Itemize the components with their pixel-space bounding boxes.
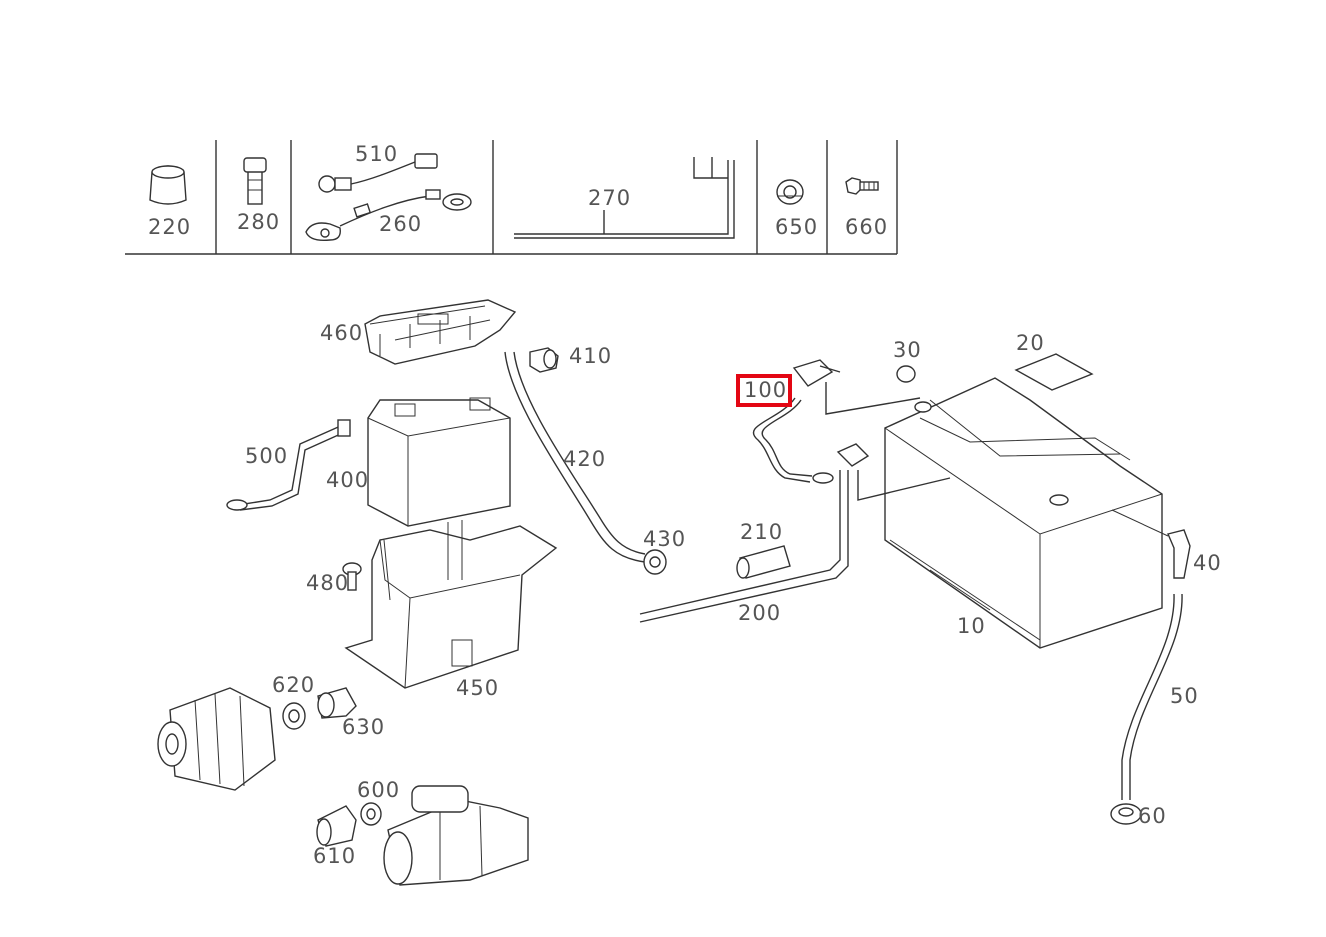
label-620: 620 xyxy=(272,673,315,697)
label-220: 220 xyxy=(148,215,191,239)
label-500: 500 xyxy=(245,444,288,468)
part-30-plug[interactable]: 30 xyxy=(893,338,922,383)
part-280-screw[interactable]: 280 xyxy=(237,157,280,234)
part-10-main-battery[interactable]: 10 xyxy=(884,377,1163,649)
highlight-box-100 xyxy=(736,374,792,407)
alternator-illustration xyxy=(157,687,276,791)
part-220-protective-cap[interactable]: 220 xyxy=(148,165,191,239)
starter-motor-illustration xyxy=(383,785,529,886)
label-280: 280 xyxy=(237,210,280,234)
label-10: 10 xyxy=(957,614,986,638)
part-40-vent-elbow[interactable]: 40 xyxy=(1111,509,1222,579)
label-400: 400 xyxy=(326,468,369,492)
label-20: 20 xyxy=(1016,331,1045,355)
label-600: 600 xyxy=(357,778,400,802)
part-50-vent-hose[interactable]: 50 xyxy=(1121,593,1199,800)
label-630: 630 xyxy=(342,715,385,739)
part-450-battery-tray[interactable]: 450 xyxy=(344,520,558,700)
label-60: 60 xyxy=(1138,804,1167,828)
part-410-connector[interactable]: 410 xyxy=(529,344,612,373)
label-30: 30 xyxy=(893,338,922,362)
part-620-nut[interactable]: 620 xyxy=(272,673,315,730)
part-460-prefuse-box[interactable]: 460 xyxy=(320,299,517,365)
label-610: 610 xyxy=(313,844,356,868)
label-420: 420 xyxy=(563,447,606,471)
part-510-sensor-cable[interactable]: 510 xyxy=(318,142,438,193)
small-parts-table xyxy=(125,140,898,255)
label-50: 50 xyxy=(1170,684,1199,708)
part-480-screw[interactable]: 480 xyxy=(306,562,362,595)
part-210-insulating-sleeve[interactable]: 210 xyxy=(736,520,791,579)
label-270: 270 xyxy=(588,186,631,210)
label-210: 210 xyxy=(740,520,783,544)
label-100: 100 xyxy=(744,378,787,402)
part-20-cover[interactable]: 20 xyxy=(1014,331,1094,391)
part-100-battery-cable[interactable]: 100 xyxy=(736,359,921,484)
label-650: 650 xyxy=(775,215,818,239)
part-260-ground-cable[interactable]: 260 xyxy=(305,189,472,242)
label-510: 510 xyxy=(355,142,398,166)
part-400-auxiliary-battery[interactable]: 400 xyxy=(326,397,511,527)
part-630-cap[interactable]: 630 xyxy=(317,687,385,739)
label-460: 460 xyxy=(320,321,363,345)
part-60-grommet[interactable]: 60 xyxy=(1110,803,1167,828)
label-450: 450 xyxy=(456,676,499,700)
label-40: 40 xyxy=(1193,551,1222,575)
part-610-cap[interactable]: 610 xyxy=(313,805,357,868)
part-500-ground-strap[interactable]: 500 xyxy=(226,419,351,511)
label-410: 410 xyxy=(569,344,612,368)
label-200: 200 xyxy=(738,601,781,625)
label-480: 480 xyxy=(306,571,349,595)
label-260: 260 xyxy=(379,212,422,236)
label-660: 660 xyxy=(845,215,888,239)
part-430-grommet[interactable]: 430 xyxy=(643,527,686,575)
label-430: 430 xyxy=(643,527,686,551)
part-600-nut[interactable]: 600 xyxy=(357,778,400,826)
part-270-cable-channel[interactable]: 270 xyxy=(514,157,735,239)
part-650-grommet[interactable]: 650 xyxy=(775,179,818,239)
part-200-positive-cable[interactable]: 200 xyxy=(639,443,951,625)
part-660-bolt[interactable]: 660 xyxy=(845,177,888,239)
part-420-vent-hose[interactable]: 420 xyxy=(504,351,646,563)
